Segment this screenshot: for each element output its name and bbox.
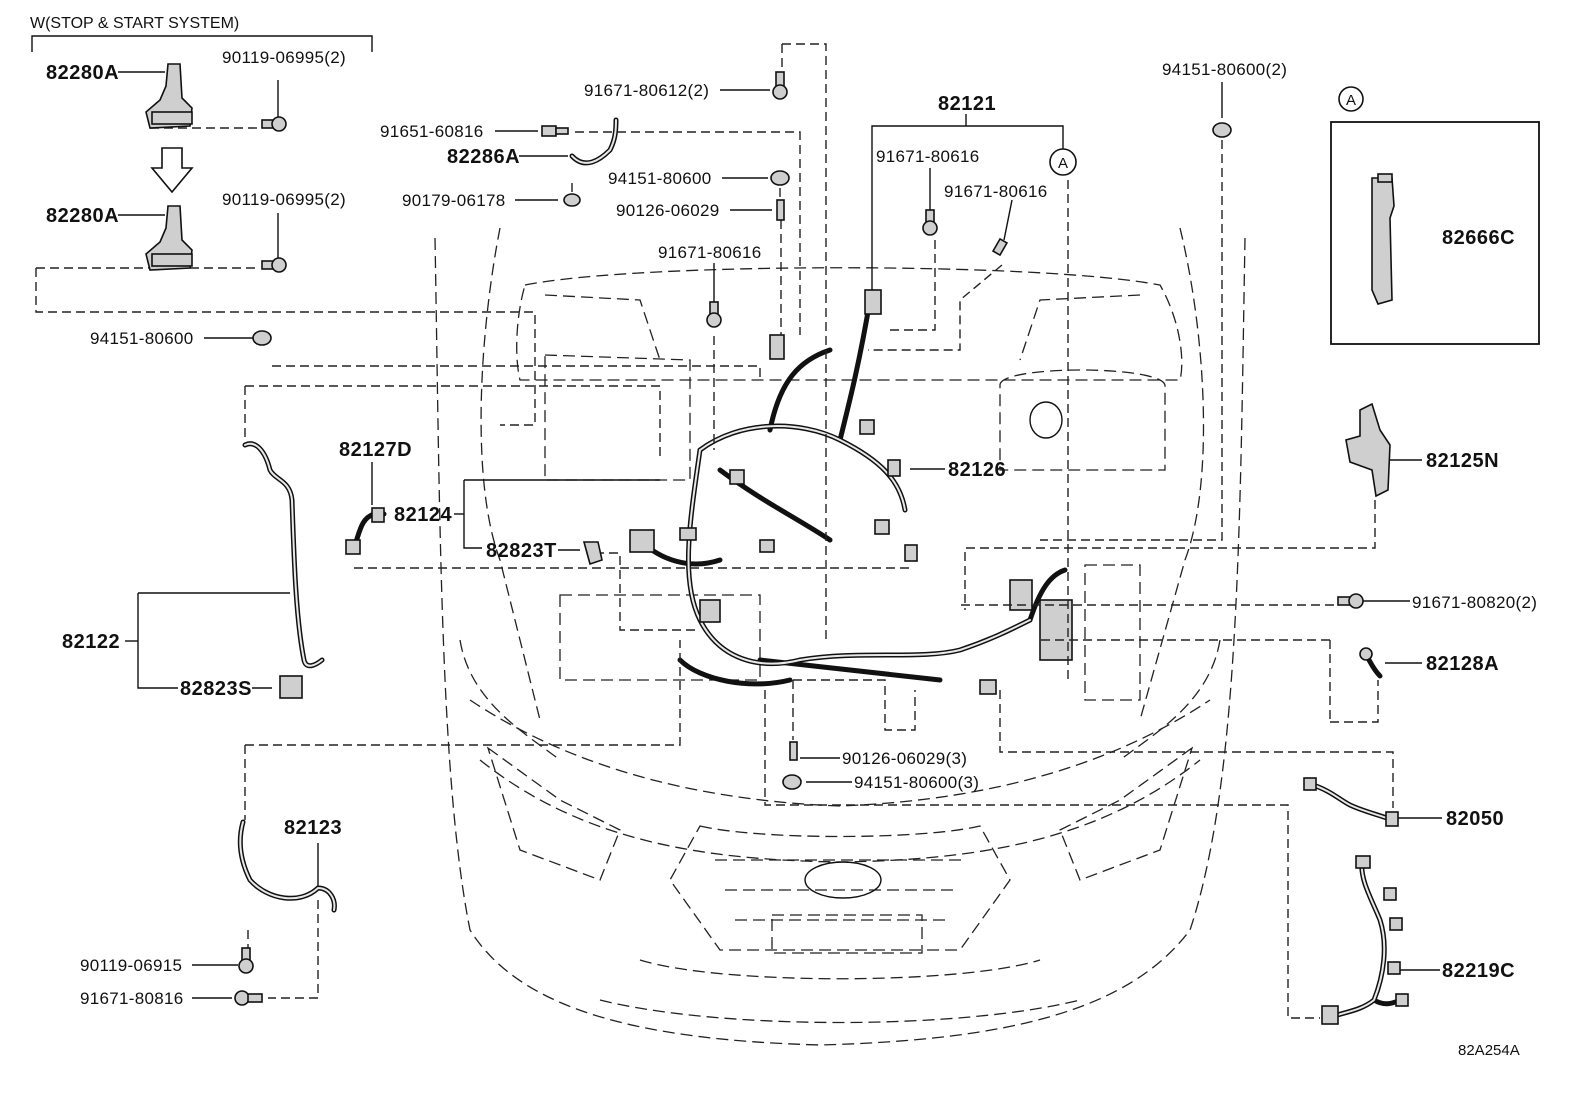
label-90126-06029-mid: 90126-06029 [616,201,720,220]
sub-wire-82128A [1359,647,1383,679]
arrow-down-icon [150,147,194,194]
label-90179-06178: 90179-06178 [402,191,506,210]
engine-room-main-harness [629,289,1073,695]
stop-start-note: W(STOP & START SYSTEM) [30,15,239,32]
callout-labels: W(STOP & START SYSTEM) 82280A 90119-0699… [30,15,1537,1059]
label-82666C: 82666C [1442,227,1515,249]
bolt-icon [261,116,287,273]
label-82823S: 82823S [180,678,252,700]
label-82122: 82122 [62,631,120,653]
vehicle-front-outline [434,227,1246,1046]
label-82125N: 82125N [1426,450,1499,472]
label-90119-06915: 90119-06915 [80,956,182,975]
label-91671-80816: 91671-80816 [80,989,184,1008]
dashed-leader-lines [35,43,1394,1019]
label-91671-80820: 91671-80820(2) [1412,593,1537,612]
label-82121: 82121 [938,93,996,115]
bracket-82125N [1345,402,1391,498]
nut-icon [252,122,1232,790]
sub-wire-82286A [569,117,619,166]
circle-a-label-main: A [1058,155,1068,172]
inset-box-A [1330,121,1540,345]
label-82127D: 82127D [339,439,412,461]
label-82280A-bottom: 82280A [46,205,119,227]
sub-wire-82127D [345,507,387,555]
connector-82823T [582,541,603,566]
bracket-82280A-top [145,63,193,129]
label-91671-80616-left: 91671-80616 [658,243,762,262]
label-82128A: 82128A [1426,653,1499,675]
sub-wire-82050 [1303,777,1399,827]
label-82124: 82124 [394,504,452,526]
label-94151-80600-left: 94151-80600 [90,329,194,348]
label-82823T: 82823T [486,540,557,562]
label-94151-80600-2: 94151-80600(2) [1162,60,1287,79]
label-82219C: 82219C [1442,960,1515,982]
label-91651-60816: 91651-60816 [380,122,484,141]
label-82126: 82126 [948,459,1006,481]
fastener-icons-center [234,71,1364,1006]
label-90126-06029-3: 90126-06029(3) [842,749,967,768]
sub-harness-82219C [1321,855,1409,1025]
label-90119-06995-bottom: 90119-06995(2) [222,190,346,209]
bracket-82280A-bottom [145,205,193,271]
solid-leader-lines [31,35,1442,999]
circle-a-marker: A A [1049,86,1364,176]
label-82050: 82050 [1446,808,1504,830]
label-91671-80616-b: 91671-80616 [944,182,1048,201]
label-94151-80600-3: 94151-80600(3) [854,773,979,792]
label-82280A-top: 82280A [46,62,119,84]
figure-code: 82A254A [1458,1042,1520,1059]
label-91671-80616-a: 91671-80616 [876,147,980,166]
label-91671-80612: 91671-80612(2) [584,81,709,100]
label-82286A: 82286A [447,146,520,168]
label-90119-06995-top: 90119-06995(2) [222,48,346,67]
label-82123: 82123 [284,817,342,839]
sub-wire-82122 [242,441,325,699]
label-94151-80600-mid: 94151-80600 [608,169,712,188]
sub-wire-82123 [237,819,337,913]
circle-a-label-inset: A [1346,92,1356,109]
